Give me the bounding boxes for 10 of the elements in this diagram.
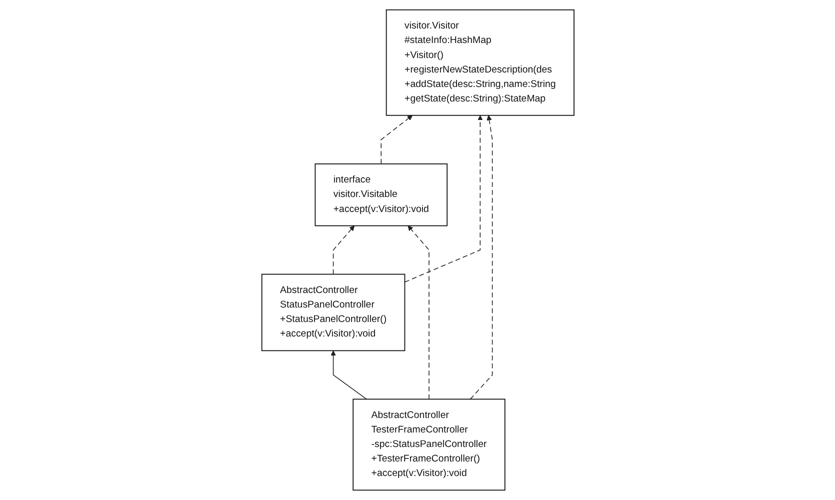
arrow xyxy=(380,115,412,164)
arrow xyxy=(330,350,367,400)
arrow xyxy=(332,226,354,275)
arrow xyxy=(407,226,429,400)
arrow xyxy=(404,115,482,282)
node-box xyxy=(260,274,405,352)
arrow xyxy=(469,115,492,400)
node-box xyxy=(352,398,505,491)
node-box xyxy=(385,9,574,116)
node-box xyxy=(314,163,448,226)
